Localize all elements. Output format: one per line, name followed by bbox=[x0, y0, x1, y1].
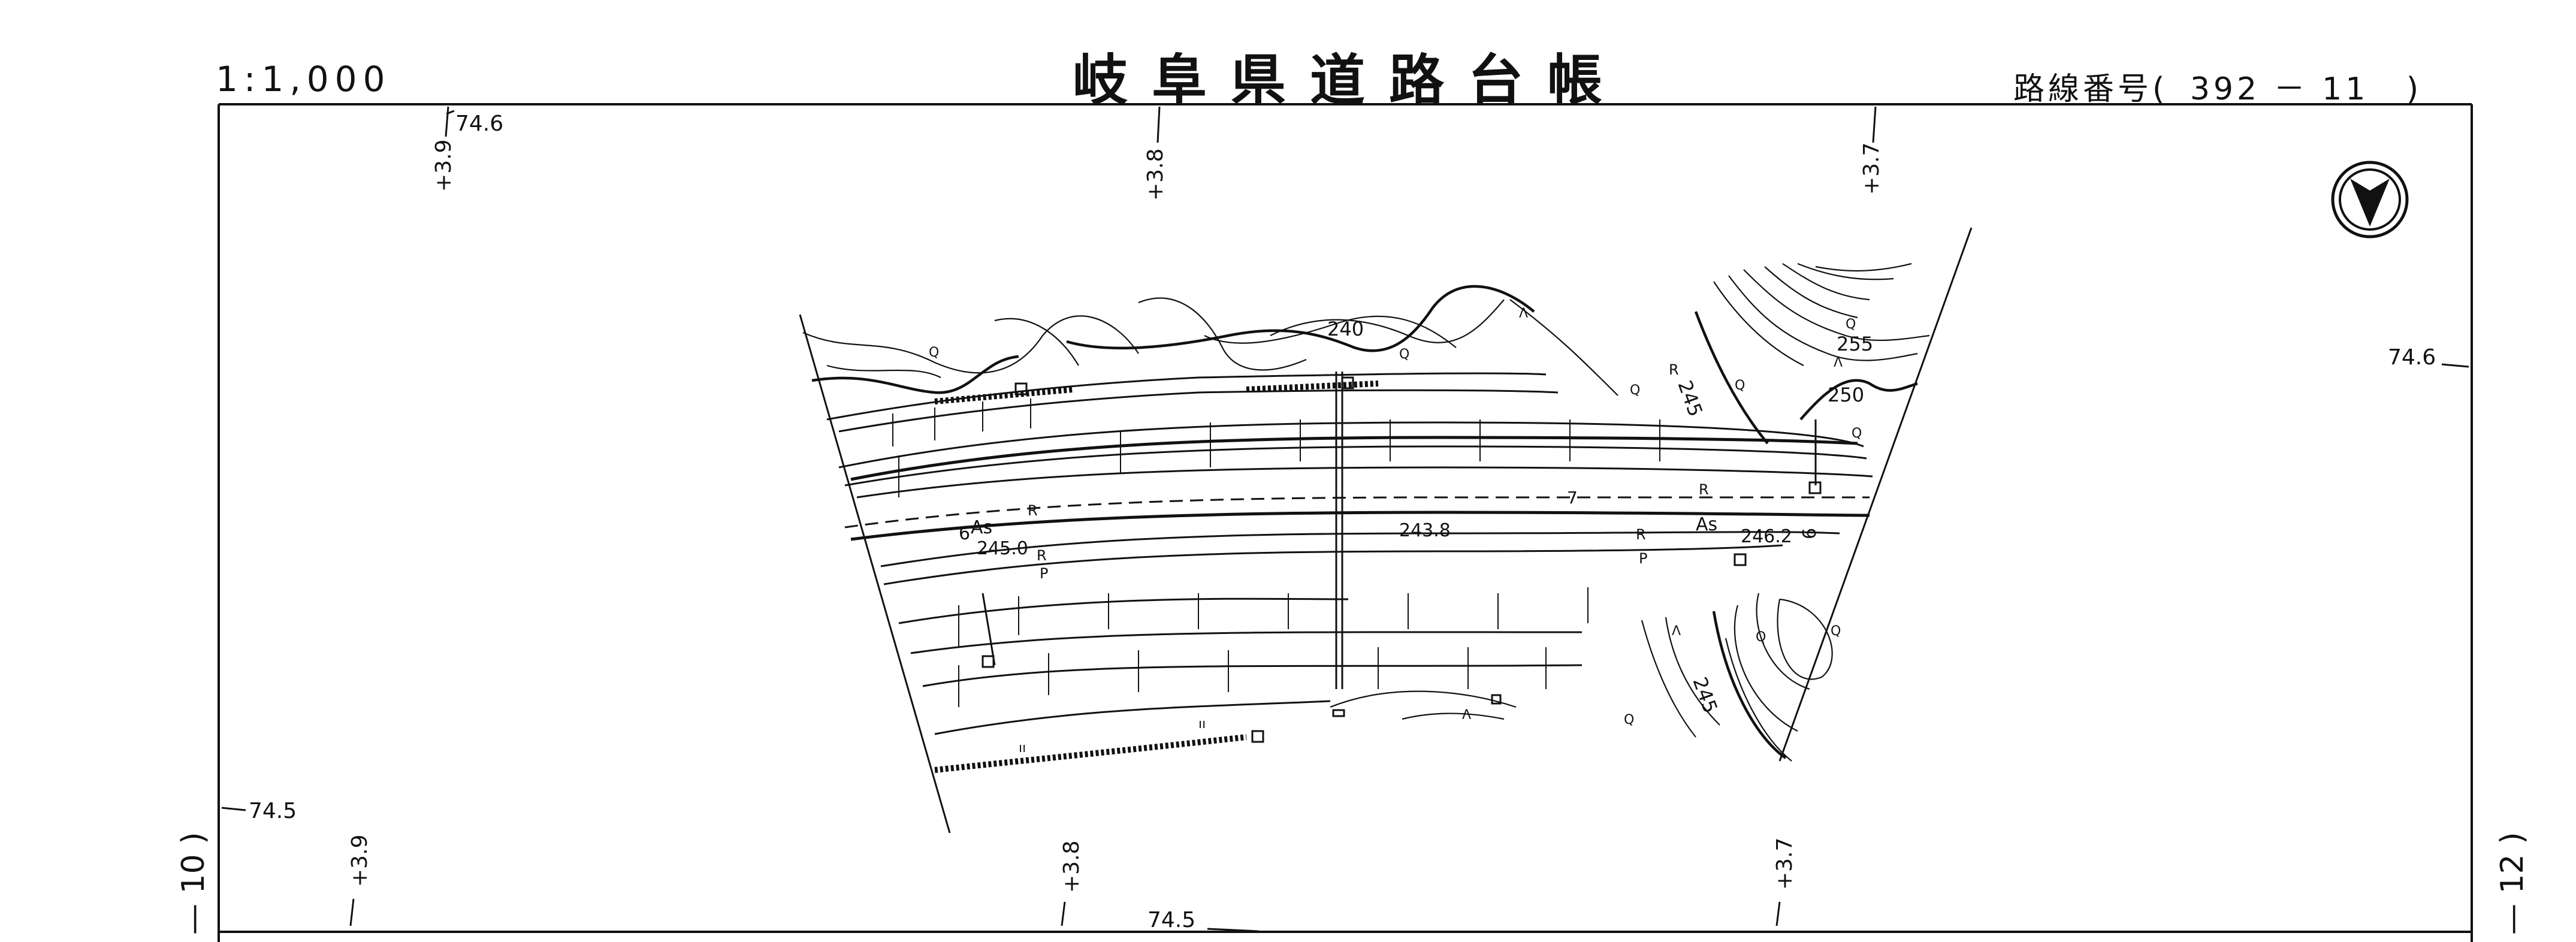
grid-offset-bottom-1: +3.9 bbox=[348, 835, 372, 887]
map-scale: 1:1,000 bbox=[216, 59, 391, 99]
retaining-walls bbox=[934, 381, 1379, 773]
broadleaf-symbol: Q bbox=[1852, 426, 1862, 441]
road-width-left: 6 bbox=[959, 523, 970, 544]
grid-coord-top-left: 74.6 bbox=[455, 111, 503, 136]
grid-offset-top-2: +3.8 bbox=[1143, 149, 1168, 201]
curb-label-r4: R bbox=[1699, 481, 1709, 498]
curb-label-r2: R bbox=[1037, 547, 1047, 564]
structure-boxes bbox=[982, 376, 1822, 743]
route-number-close: ) bbox=[2406, 71, 2423, 107]
north-arrow-icon bbox=[2331, 161, 2409, 238]
elevation-center: 243.8 bbox=[1399, 520, 1451, 541]
surface-type-left: As bbox=[971, 517, 992, 538]
elevation-left: 245.0 bbox=[977, 538, 1028, 559]
index-contour-lines bbox=[811, 285, 1918, 759]
broadleaf-symbol: Q bbox=[1846, 317, 1856, 332]
grid-coord-right: 74.6 bbox=[2388, 345, 2436, 370]
curb-label-r1: R bbox=[1028, 502, 1038, 519]
broadleaf-symbol: Q bbox=[1630, 383, 1640, 398]
road-width-right: 6 bbox=[1799, 528, 1820, 539]
map-frame bbox=[218, 103, 2473, 942]
broadleaf-symbol: Q bbox=[929, 345, 939, 360]
route-number-value: 392 － 11 bbox=[2190, 71, 2369, 107]
conifer-symbol: Λ bbox=[1834, 355, 1843, 370]
curb-label-r3: R bbox=[1636, 526, 1646, 543]
elevation-right: 246.2 bbox=[1741, 526, 1792, 547]
conifer-symbol: Λ bbox=[1462, 708, 1471, 723]
broadleaf-symbol: Q bbox=[1624, 712, 1634, 727]
neighbor-sheet-left: — 10 ) bbox=[176, 832, 212, 935]
grid-coord-bottom: 74.5 bbox=[1147, 908, 1195, 932]
grid-offset-bottom-2: +3.8 bbox=[1059, 841, 1084, 893]
broadleaf-symbol: Q bbox=[1756, 630, 1766, 645]
neighbor-sheet-right: — 12 ) bbox=[2495, 832, 2530, 935]
page-title: 岐阜県道路台帳 bbox=[1073, 49, 1627, 113]
curb-label-r5: R bbox=[1669, 361, 1679, 378]
broadleaf-symbol: Q bbox=[1399, 347, 1409, 362]
broadleaf-symbol: Q bbox=[1735, 378, 1745, 393]
conifer-symbol: Λ bbox=[1519, 306, 1528, 321]
road-centerline bbox=[844, 496, 1870, 529]
route-number: 路線番号( 392 － 11 ) bbox=[2013, 64, 2422, 108]
grid-offset-top-3: +3.7 bbox=[1859, 143, 1884, 195]
paving-label-p1: P bbox=[1040, 565, 1048, 582]
grid-ticks bbox=[221, 106, 2469, 932]
contour-label-255: 255 bbox=[1837, 333, 1873, 355]
contour-label-250: 250 bbox=[1828, 384, 1864, 406]
route-number-label: 路線番号( bbox=[2013, 71, 2169, 107]
slope-hachures bbox=[892, 372, 1817, 707]
broadleaf-symbol: Q bbox=[1831, 624, 1841, 639]
contour-label-245-upper: 245 bbox=[1673, 378, 1707, 419]
survey-area-boundary bbox=[799, 227, 1973, 834]
road-edges bbox=[826, 372, 1873, 735]
contour-label-240: 240 bbox=[1327, 318, 1364, 340]
paving-label-p2: P bbox=[1639, 550, 1647, 567]
grass-symbol: ıı bbox=[1019, 741, 1026, 756]
grid-offset-bottom-3: +3.7 bbox=[1772, 838, 1797, 890]
conifer-symbol: Λ bbox=[1672, 624, 1681, 639]
marker-seven: 7 bbox=[1567, 488, 1578, 508]
road-center-edge bbox=[850, 436, 1870, 541]
grid-offset-top-1: +3.9 bbox=[431, 140, 456, 192]
grid-coord-bottom-left: 74.5 bbox=[249, 799, 297, 823]
surface-type-right: As bbox=[1696, 514, 1717, 535]
contour-label-245-lower: 245 bbox=[1688, 674, 1722, 716]
grass-symbol: ıı bbox=[1198, 717, 1206, 732]
